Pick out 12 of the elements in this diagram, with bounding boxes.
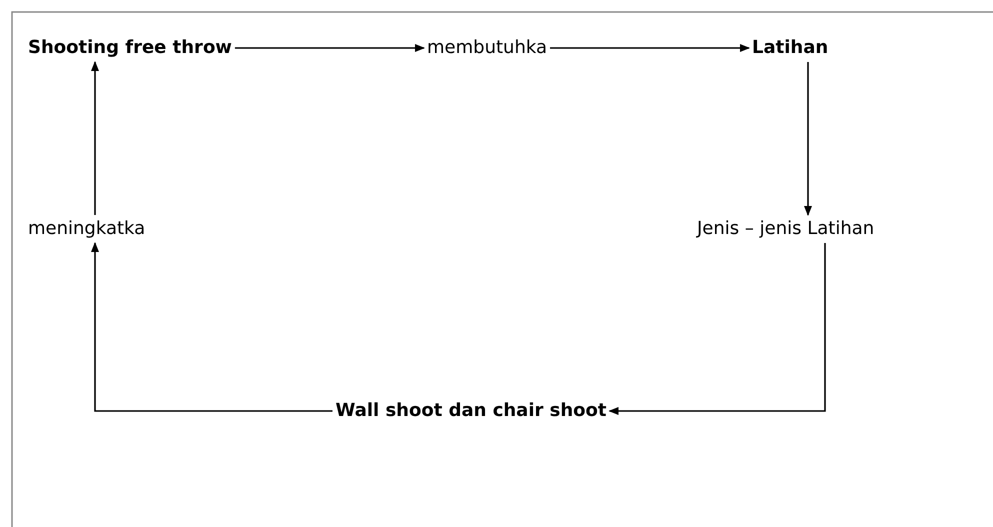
node-label: membutuhka	[427, 37, 547, 59]
arrow	[550, 44, 750, 52]
node-label: Jenis – jenis Latihan	[697, 218, 874, 240]
arrow	[91, 61, 99, 215]
node-label: Wall shoot dan chair shoot	[335, 400, 607, 422]
arrow	[608, 243, 826, 415]
node-label: meningkatka	[28, 218, 146, 240]
arrow	[234, 44, 425, 52]
node-label: Latihan	[752, 37, 828, 59]
arrow	[91, 242, 332, 412]
node-label: Shooting free throw	[28, 37, 232, 59]
arrow	[804, 62, 812, 216]
